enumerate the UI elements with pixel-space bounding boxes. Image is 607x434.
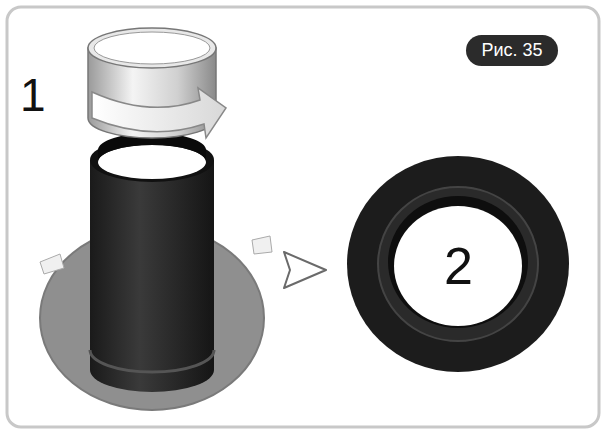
tab <box>252 236 272 254</box>
tab <box>40 254 64 274</box>
frame <box>7 7 599 427</box>
callout-number: 2 <box>444 240 473 292</box>
figure-number: Рис. 35 <box>481 40 542 61</box>
rotation-arrow <box>92 88 226 138</box>
cylinder <box>90 160 214 392</box>
callout-number: 1 <box>20 72 46 118</box>
next-arrow <box>284 252 326 288</box>
figure-badge: Рис. 35 <box>466 35 558 66</box>
ring <box>347 156 569 372</box>
